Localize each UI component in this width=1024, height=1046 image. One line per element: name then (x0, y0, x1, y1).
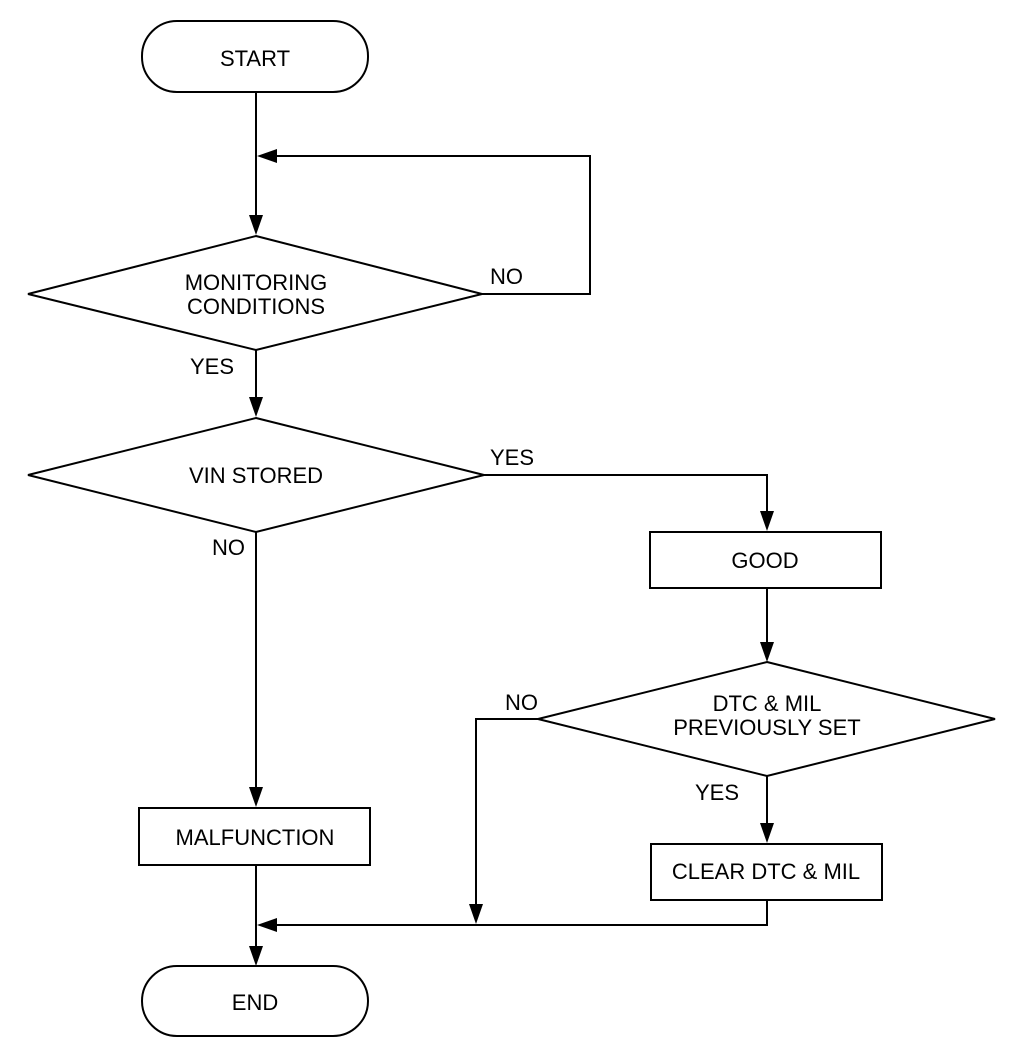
malfunction-label: MALFUNCTION (176, 825, 335, 850)
edge-monitoring-no-loop (257, 149, 591, 295)
edge-malfunction-to-end (249, 865, 263, 966)
arrow-head (249, 946, 263, 966)
edge-vin-no (249, 532, 263, 807)
end-node: END (141, 965, 369, 1037)
arrow-head (257, 149, 277, 163)
vin-no-label: NO (212, 535, 245, 560)
vin-stored-label: VIN STORED (189, 463, 323, 488)
edge-start-to-monitoring (249, 92, 263, 235)
monitoring-yes-label: YES (190, 354, 234, 379)
start-node: START (141, 20, 369, 93)
monitoring-label-line1: MONITORING (185, 270, 328, 295)
monitoring-label-line2: CONDITIONS (187, 294, 325, 319)
dtc-mil-label-line2: PREVIOUSLY SET (673, 715, 860, 740)
edge-clear-to-end (257, 900, 768, 932)
edge-good-to-dtc (760, 588, 774, 662)
dtc-yes-label: YES (695, 780, 739, 805)
vin-stored-decision: VIN STORED (27, 416, 485, 534)
edge-monitoring-yes (249, 350, 263, 417)
monitoring-no-label: NO (490, 264, 523, 289)
edge-dtc-no (469, 718, 538, 924)
malfunction-node: MALFUNCTION (138, 807, 371, 866)
arrow-head (249, 397, 263, 417)
end-label: END (232, 990, 278, 1015)
dtc-mil-label-line1: DTC & MIL (713, 691, 822, 716)
dtc-mil-decision: DTC & MIL PREVIOUSLY SET (537, 660, 996, 778)
arrow-head (760, 642, 774, 662)
edge-dtc-yes (760, 776, 774, 843)
vin-yes-label: YES (490, 445, 534, 470)
monitoring-conditions-decision: MONITORING CONDITIONS (27, 234, 483, 352)
arrow-head (257, 918, 277, 932)
arrow-head (760, 823, 774, 843)
clear-dtc-mil-label: CLEAR DTC & MIL (672, 859, 860, 884)
start-label: START (220, 46, 290, 71)
edge-vin-yes (484, 474, 774, 531)
clear-dtc-mil-node: CLEAR DTC & MIL (650, 843, 883, 901)
dtc-no-label: NO (505, 690, 538, 715)
good-label: GOOD (731, 548, 798, 573)
arrow-head (249, 215, 263, 235)
arrow-head (469, 904, 483, 924)
arrow-head (760, 511, 774, 531)
arrow-head (249, 787, 263, 807)
good-node: GOOD (649, 531, 882, 589)
